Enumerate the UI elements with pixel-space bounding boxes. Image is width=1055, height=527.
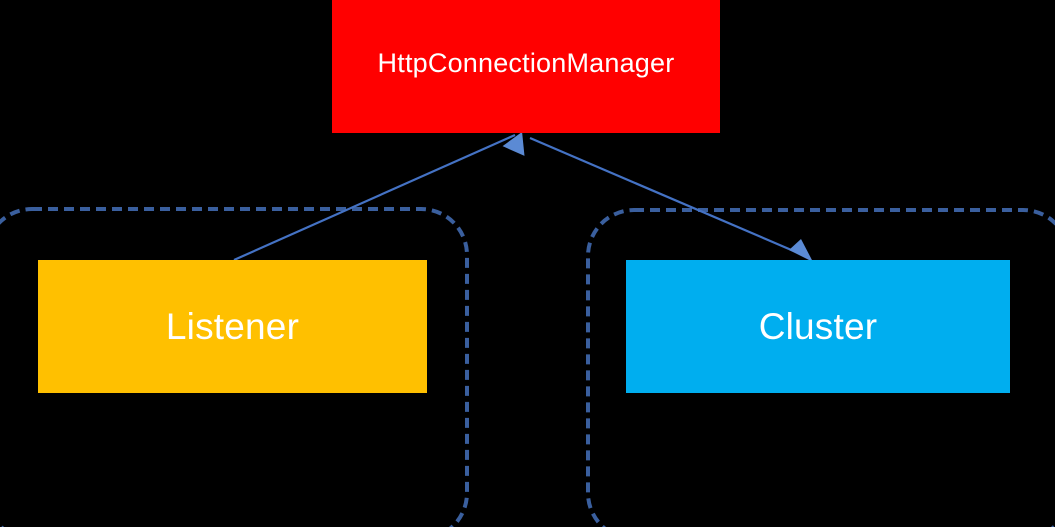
group-boundary-left <box>0 207 469 527</box>
node-label-http-connection-manager: HttpConnectionManager <box>377 48 675 78</box>
connector-listener-to-manager <box>233 131 525 262</box>
group-boundary-right <box>586 208 1055 527</box>
arrowhead-icon <box>789 239 813 262</box>
connector-manager-to-cluster <box>529 136 813 262</box>
node-cluster[interactable]: Cluster <box>626 260 1010 393</box>
arrowhead-icon <box>502 131 525 156</box>
node-label-cluster: Cluster <box>758 306 878 347</box>
connector-line <box>233 133 516 262</box>
node-label-listener: Listener <box>165 306 300 347</box>
node-http-connection-manager[interactable]: HttpConnectionManager <box>332 0 720 133</box>
node-listener[interactable]: Listener <box>38 260 427 393</box>
connector-line <box>529 136 811 260</box>
